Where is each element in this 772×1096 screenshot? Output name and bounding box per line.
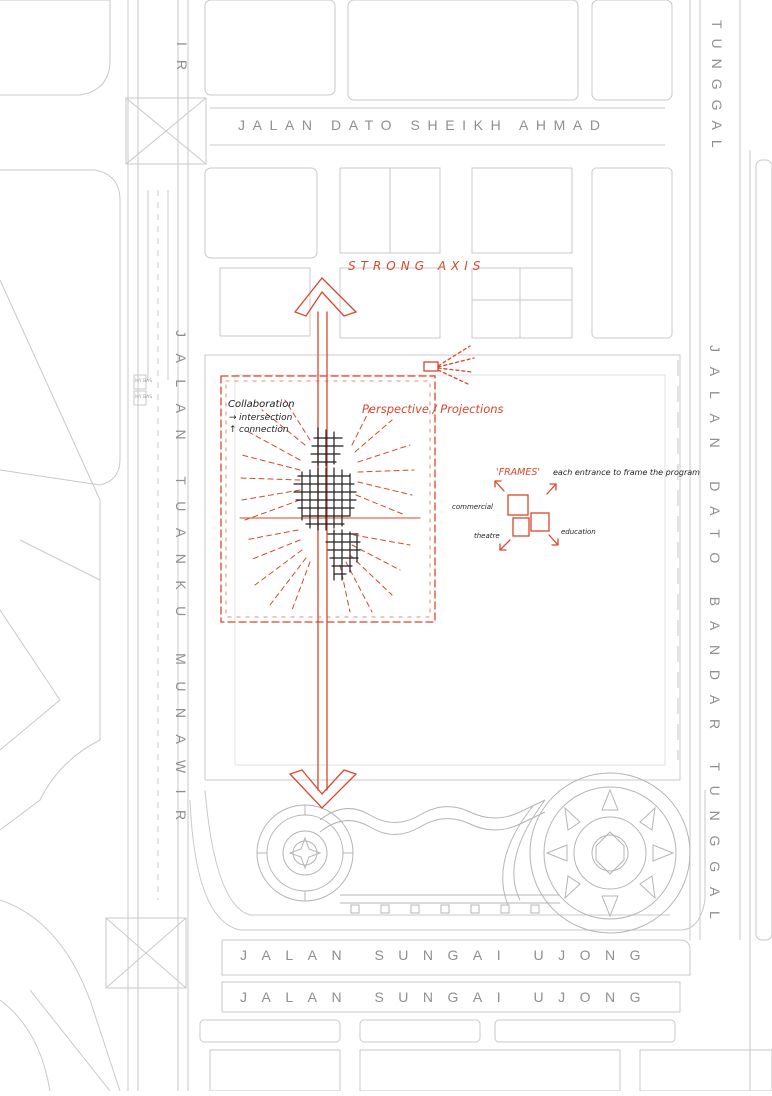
road-label-top-left-fragment: IR: [174, 42, 190, 84]
intersection-hatch: [293, 427, 361, 581]
road-label-bottom-2: JALAN SUNGAI UJONG: [240, 989, 655, 1005]
frame-education: [530, 512, 550, 532]
connection-label: connection: [239, 425, 289, 435]
frames-label: 'FRAMES': [496, 467, 540, 478]
theatre-label: theatre: [474, 532, 500, 540]
road-label-left: JALAN TUANKU MUNAWIR: [173, 330, 189, 837]
road-labels: JALAN DATO SHEIKH AHMAD JALAN SUNGAI UJO…: [135, 20, 725, 1005]
frames-note: each entrance to frame the program: [553, 468, 700, 477]
road-label-top-right-fragment: TUNGGAL: [709, 20, 725, 158]
frame-commercial: [507, 494, 529, 516]
connection-prefix: ↑: [229, 425, 237, 435]
frames-diagram: [494, 480, 559, 551]
collaboration-label: Collaboration: [228, 399, 295, 410]
road-label-top: JALAN DATO SHEIKH AHMAD: [238, 117, 608, 133]
strong-axis-label: STRONG AXIS: [348, 259, 485, 273]
red-sketch: [220, 277, 559, 809]
right-rotunda: [529, 772, 691, 934]
dashed-frame: [220, 375, 436, 623]
commercial-label: commercial: [452, 503, 493, 511]
sketch-annotations: STRONG AXIS Perspective / Projections 'F…: [228, 259, 700, 540]
bus-stop-label-2: MY BAS: [135, 394, 152, 400]
perspective-label: Perspective / Projections: [362, 402, 504, 416]
bus-stop-label-1: MY BAS: [135, 378, 152, 384]
perspective-rays: [239, 399, 415, 613]
camera-icon: [423, 345, 475, 385]
bottom-plaza: [256, 772, 691, 934]
intersection-label: intersection: [239, 413, 293, 423]
left-rotunda: [256, 804, 354, 902]
road-label-right: JALAN DATO BANDAR TUNGGAL: [707, 345, 723, 934]
frame-theatre: [512, 517, 530, 537]
road-label-bottom-1: JALAN SUNGAI UJONG: [240, 947, 655, 963]
education-label: education: [561, 528, 596, 536]
strong-axis-arrow: [288, 277, 358, 809]
intersection-prefix: →: [229, 413, 237, 423]
